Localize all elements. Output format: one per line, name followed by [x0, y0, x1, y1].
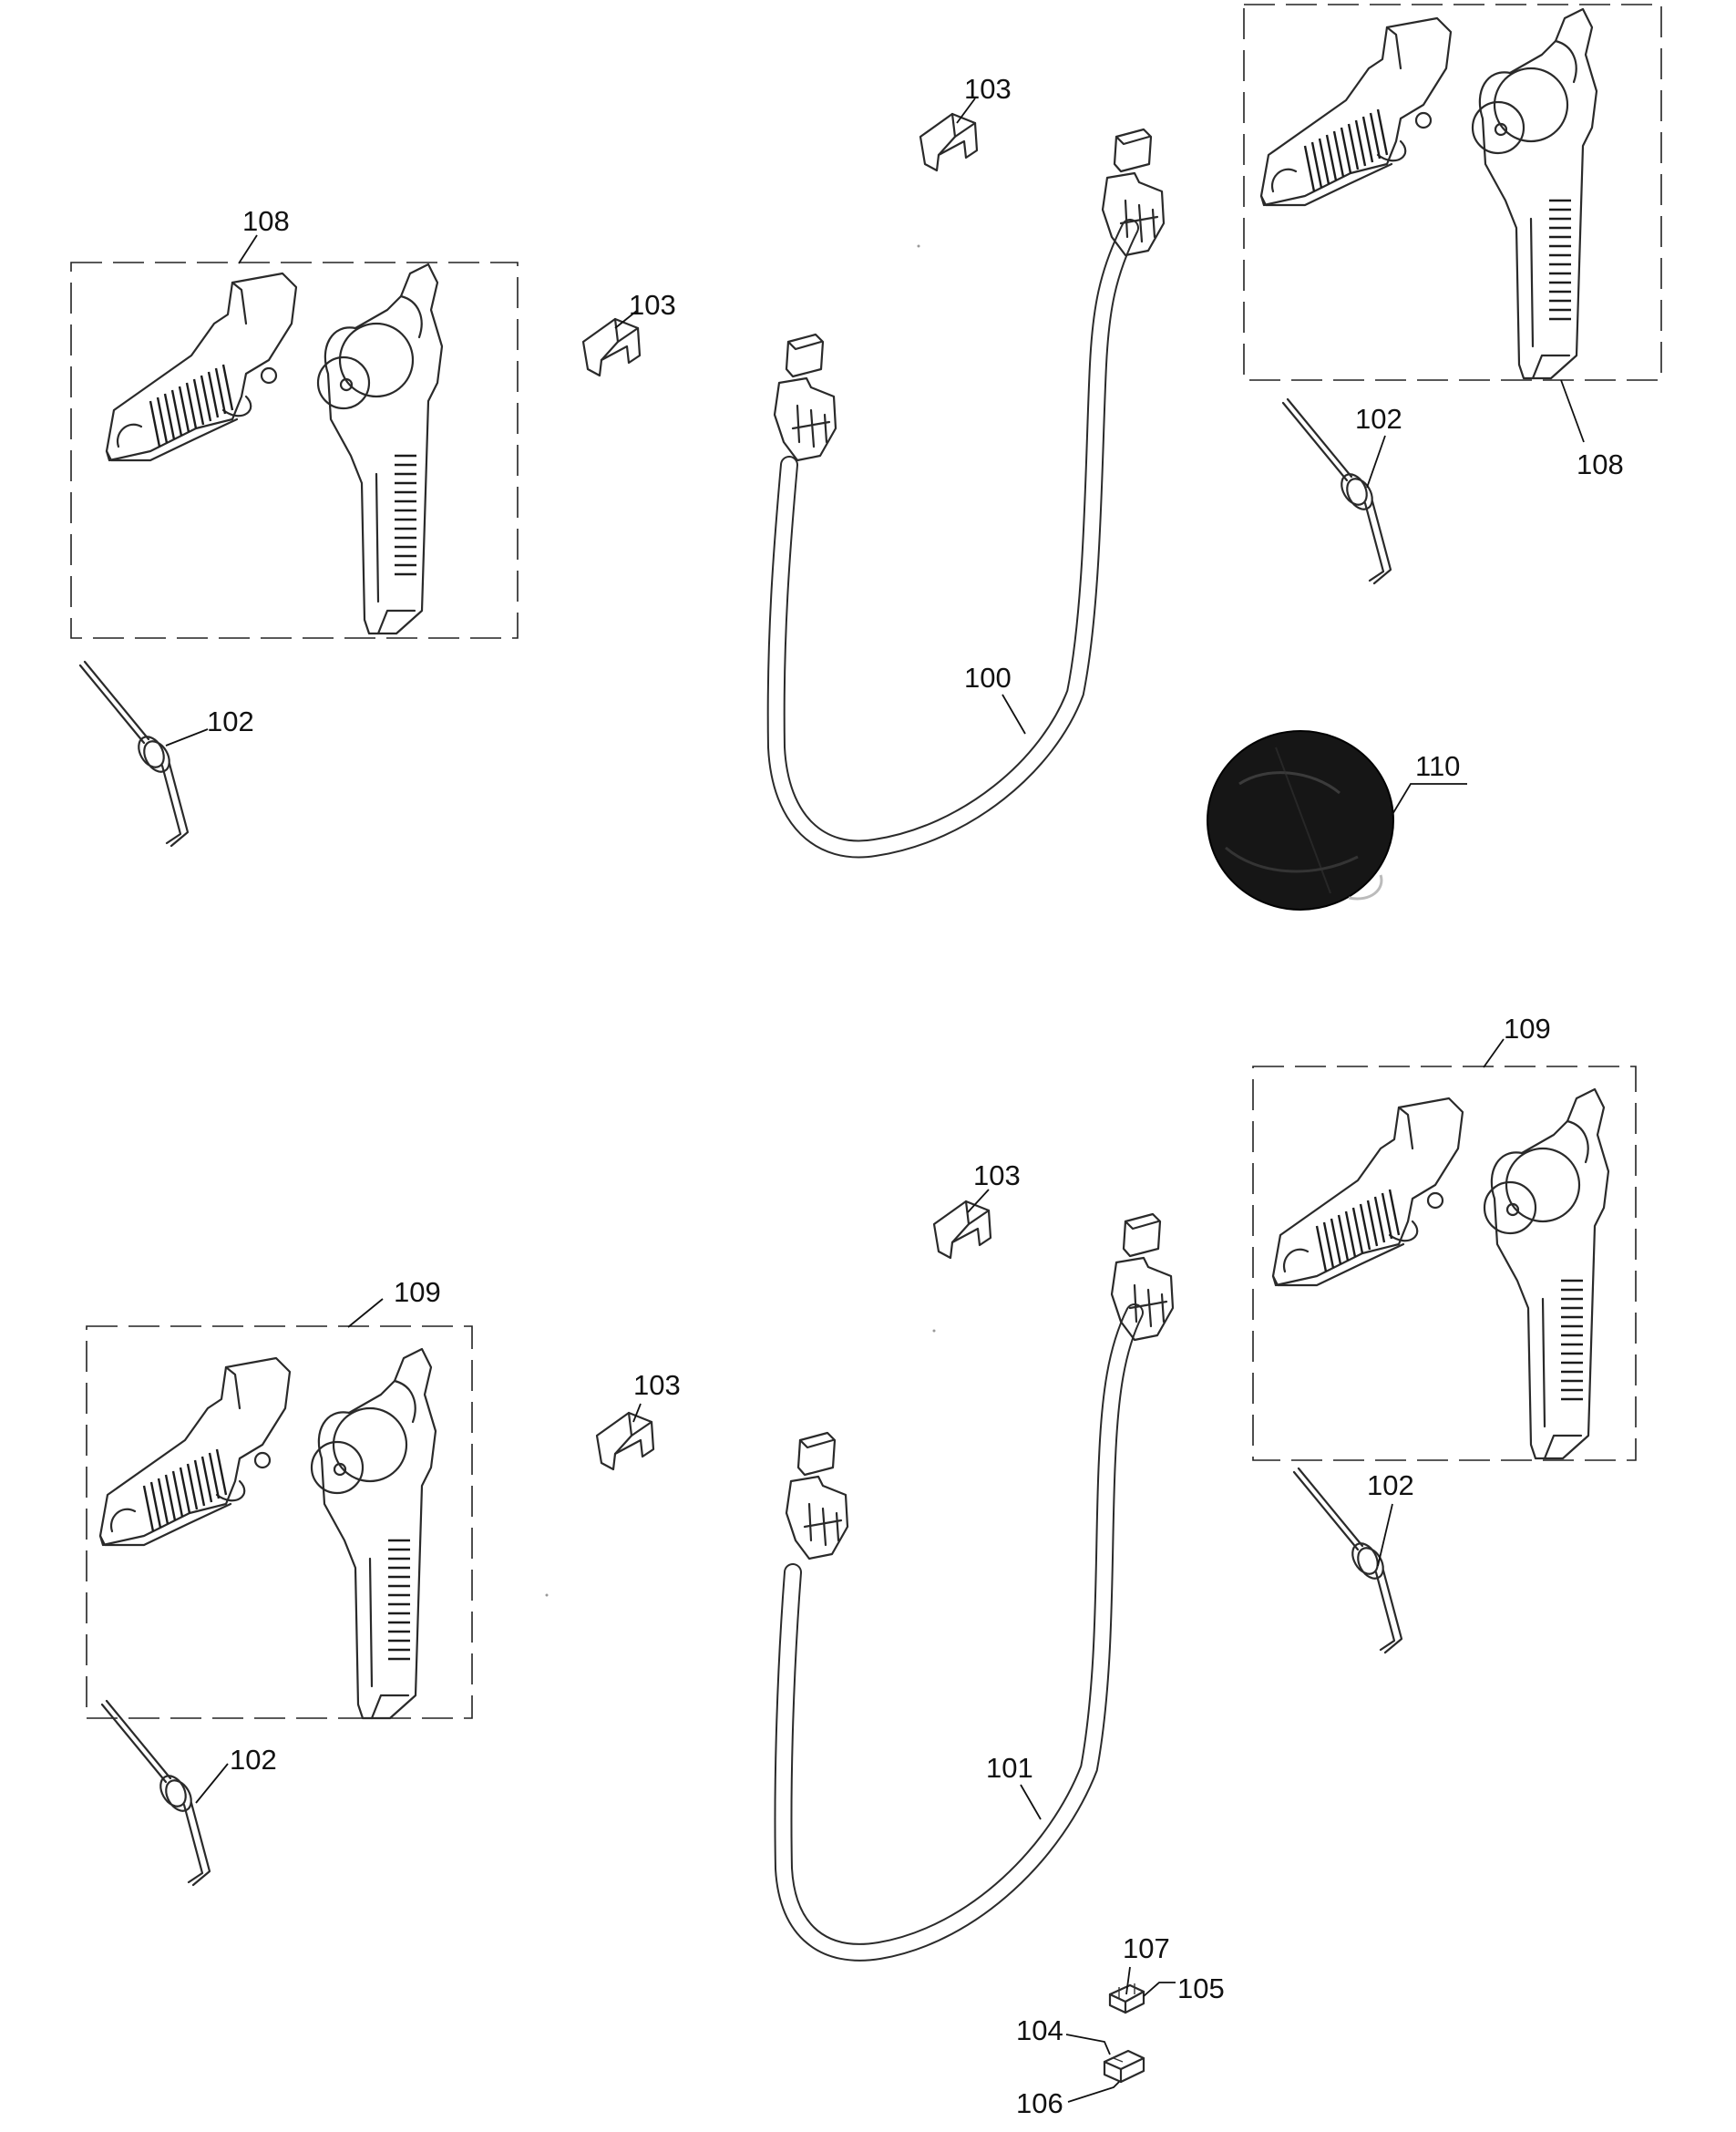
label-spring-bl: 102: [230, 1744, 277, 1776]
label-part-106: 106: [1016, 2087, 1063, 2119]
label-clip-top-1: 103: [629, 289, 676, 321]
kit-108-top-left: 108: [70, 205, 519, 639]
label-cable-bottom: 101: [986, 1752, 1033, 1784]
label-kit-bot-right: 109: [1504, 1013, 1551, 1045]
label-spring-br: 102: [1367, 1469, 1414, 1501]
label-part-105: 105: [1177, 1972, 1225, 2004]
kit-109-bottom-left: 109: [86, 1276, 473, 1720]
label-clip-top-2: 103: [964, 73, 1012, 105]
small-parts-group: 107 105 104 106: [1016, 1932, 1225, 2119]
label-kit-top-right: 108: [1577, 448, 1624, 480]
clip-103-top-2: 103: [919, 73, 1012, 172]
cable-101: 101: [774, 1212, 1175, 1962]
label-part-104: 104: [1016, 2014, 1063, 2046]
part-104-106: 104 106: [1016, 2014, 1145, 2119]
kit-108-top-right: 108: [1243, 4, 1662, 480]
label-clip-bot-2: 103: [973, 1159, 1021, 1191]
label-spring-tr: 102: [1355, 403, 1402, 435]
clip-103-bottom-2: 103: [932, 1159, 1021, 1260]
cable-100: 100: [766, 128, 1166, 859]
label-kit-bot-left: 109: [394, 1276, 441, 1308]
label-clip-bot-1: 103: [633, 1369, 681, 1401]
label-cable-top: 100: [964, 662, 1012, 694]
label-spring-tl: 102: [207, 706, 254, 737]
kit-109-bottom-right: 109: [1252, 1013, 1637, 1461]
spring-102-bottom-left: 102: [100, 1699, 277, 1887]
label-kit-top-left: 108: [242, 205, 290, 237]
cover-110: 110: [1207, 729, 1467, 921]
clip-103-bottom-1: 103: [595, 1369, 681, 1471]
spring-102-top-left: 102: [78, 660, 254, 848]
label-part-107: 107: [1123, 1932, 1170, 1964]
label-cover: 110: [1415, 750, 1460, 782]
spring-102-top-right: 102: [1281, 397, 1402, 585]
part-105-107: 107 105: [1108, 1932, 1225, 2014]
clip-103-top-1: 103: [581, 289, 676, 377]
spring-102-bottom-right: 102: [1292, 1467, 1414, 1654]
